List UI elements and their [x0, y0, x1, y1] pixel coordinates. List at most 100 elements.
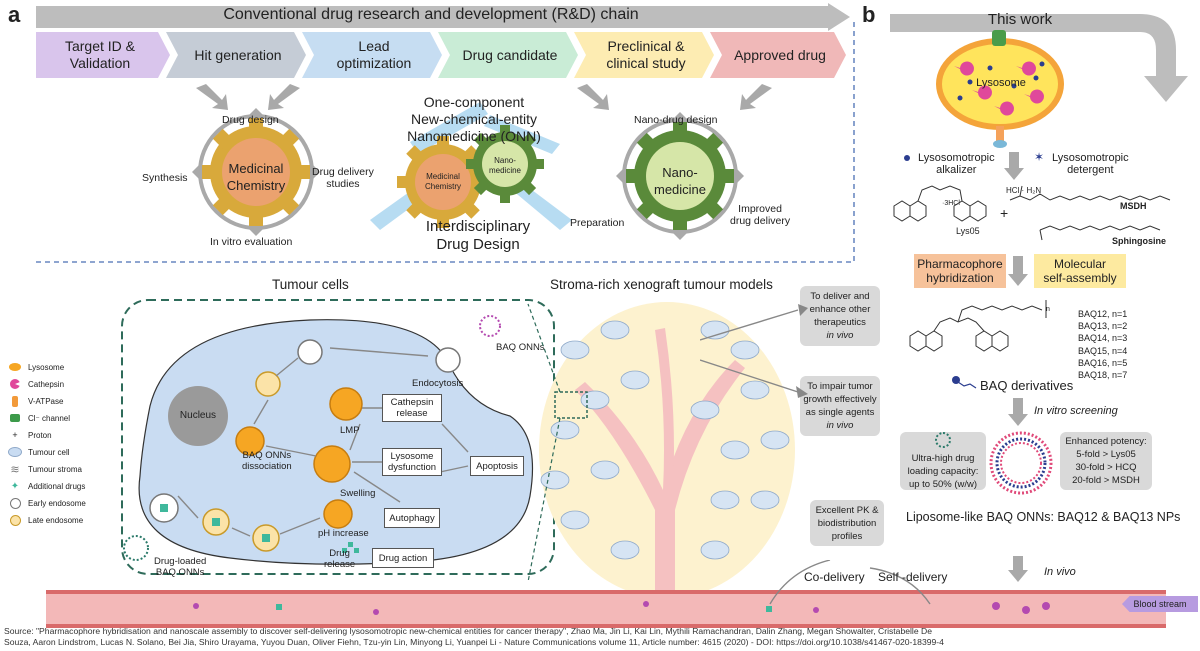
baq-n-label: n	[1046, 306, 1050, 313]
panel-a-border	[32, 22, 855, 263]
liposome-mini-icon	[935, 431, 951, 448]
lysosome-icon	[8, 361, 22, 373]
nano-gear-label: Nano-medicine	[653, 165, 707, 197]
legend-item: Tumour cell	[8, 445, 70, 459]
this-work-title: This work	[987, 11, 1053, 28]
legend-item: Cl⁻ channel	[8, 411, 70, 425]
tumour-cell-icon	[8, 446, 22, 458]
baq-molecule-icon	[952, 376, 977, 389]
this-work-arrow	[890, 14, 1188, 102]
legend-item: Cathepsin	[8, 377, 64, 391]
arrow-down-4	[1008, 556, 1028, 582]
hcl3-label: ·3HCl	[942, 200, 960, 207]
apoptosis-box: Apoptosis	[470, 456, 524, 476]
in-vivo-label: In vivo	[1044, 566, 1076, 578]
label-preparation: Preparation	[570, 217, 625, 229]
source-line: Source: "Pharmacophore hybridisation and…	[4, 626, 932, 636]
ph-increase-label: pH increase	[318, 528, 369, 539]
baq-onns-label: BAQ ONNs	[496, 342, 545, 353]
co-delivery-label: Co-delivery	[804, 570, 865, 584]
plus-label: +	[1000, 205, 1009, 221]
msdh-prefix: HCl · H₂N	[1006, 186, 1042, 195]
stroma-title: Stroma-rich xenograft tumour models	[550, 277, 773, 292]
tumour-cell-inset	[121, 299, 555, 575]
baq-list-item: BAQ18, n=7	[1078, 370, 1128, 381]
liposome-like-label: Liposome-like BAQ ONNs: BAQ12 & BAQ13 NP…	[906, 510, 1181, 524]
baq-list-item: BAQ12, n=1	[1078, 309, 1128, 319]
onn-gear-nano-label: Nano-medicine	[488, 156, 521, 175]
cl-channel-icon	[8, 412, 22, 424]
lysosome-illustration	[936, 30, 1064, 148]
chain-title: Conventional drug research and developme…	[223, 6, 639, 23]
label-nano-drug-design: Nano-drug design	[634, 114, 718, 126]
v-atpase-icon	[8, 395, 22, 407]
baq-list: BAQ12, n=1 BAQ13, n=2 BAQ14, n=3 BAQ15, …	[1078, 308, 1127, 381]
legend-item: ✦Additional drugs	[8, 479, 86, 493]
autophagy-box: Autophagy	[384, 508, 440, 528]
panel-a-gears	[192, 84, 772, 240]
tumour-cells-title: Tumour cells	[272, 277, 349, 292]
source-citation: Source: "Pharmacophore hybridisation and…	[4, 626, 1196, 648]
alkalizer-dot-icon	[904, 155, 910, 161]
baq-derivatives-label: BAQ derivatives	[980, 378, 1074, 393]
legend-item: Early endosome	[8, 496, 86, 510]
additional-drugs-icon: ✦	[10, 480, 20, 492]
swelling-label: Swelling	[340, 488, 376, 499]
lysosome-label: Lysosome	[976, 77, 1026, 89]
legend-item: Lysosome	[8, 360, 64, 374]
panel-a-letter: a	[8, 2, 21, 27]
detergent-icon: ✶	[1034, 150, 1045, 164]
self-delivery-label: Self -delivery	[878, 570, 948, 584]
outcome-arrows	[700, 304, 808, 398]
proton-icon: +	[12, 430, 18, 440]
legend-item: V-ATPase	[8, 394, 63, 408]
blood-stream-tag: Blood stream	[1122, 596, 1198, 612]
blood-vessel	[46, 590, 1166, 628]
delivery-arrows	[769, 560, 931, 605]
stage-drug-candidate: Drug candidate	[462, 46, 558, 63]
chain-arrow	[36, 3, 850, 31]
source-line: Souza, Aaron Lindstrom, Lucas N. Solano,…	[4, 637, 944, 647]
arrow-down-2	[1008, 256, 1028, 286]
legend-item: Late endosome	[8, 513, 83, 527]
nucleus-label: Nucleus	[179, 410, 217, 421]
lys05-label: Lys05	[956, 226, 980, 236]
legend-item: ≋Tumour stroma	[8, 462, 82, 476]
lmp-label: LMP	[340, 425, 360, 436]
baq-list-item: BAQ13, n=2	[1078, 321, 1128, 332]
arrow-down-1	[1004, 152, 1024, 180]
chem-structures	[893, 185, 1171, 241]
liposome-illustration	[989, 431, 1053, 495]
baq-list-item: BAQ14, n=3	[1078, 333, 1128, 344]
arrow-down-3	[1008, 398, 1028, 426]
stage-preclinical: Preclinical &clinical study	[606, 38, 686, 71]
baq-list-item: BAQ15, n=4	[1078, 345, 1128, 356]
endocytosis-label: Endocytosis	[412, 378, 464, 389]
label-drug-design: Drug design	[222, 114, 279, 126]
sphingosine-label: Sphingosine	[1112, 236, 1166, 246]
stage-target-id: Target ID &Validation	[64, 38, 136, 71]
cathepsin-icon	[8, 378, 22, 390]
tumour-stroma-icon: ≋	[10, 463, 20, 476]
early-endosome-icon	[8, 497, 22, 509]
in-vitro-screening-label: In vitro screening	[1034, 405, 1118, 417]
stage-approved-drug: Approved drug	[734, 46, 826, 63]
